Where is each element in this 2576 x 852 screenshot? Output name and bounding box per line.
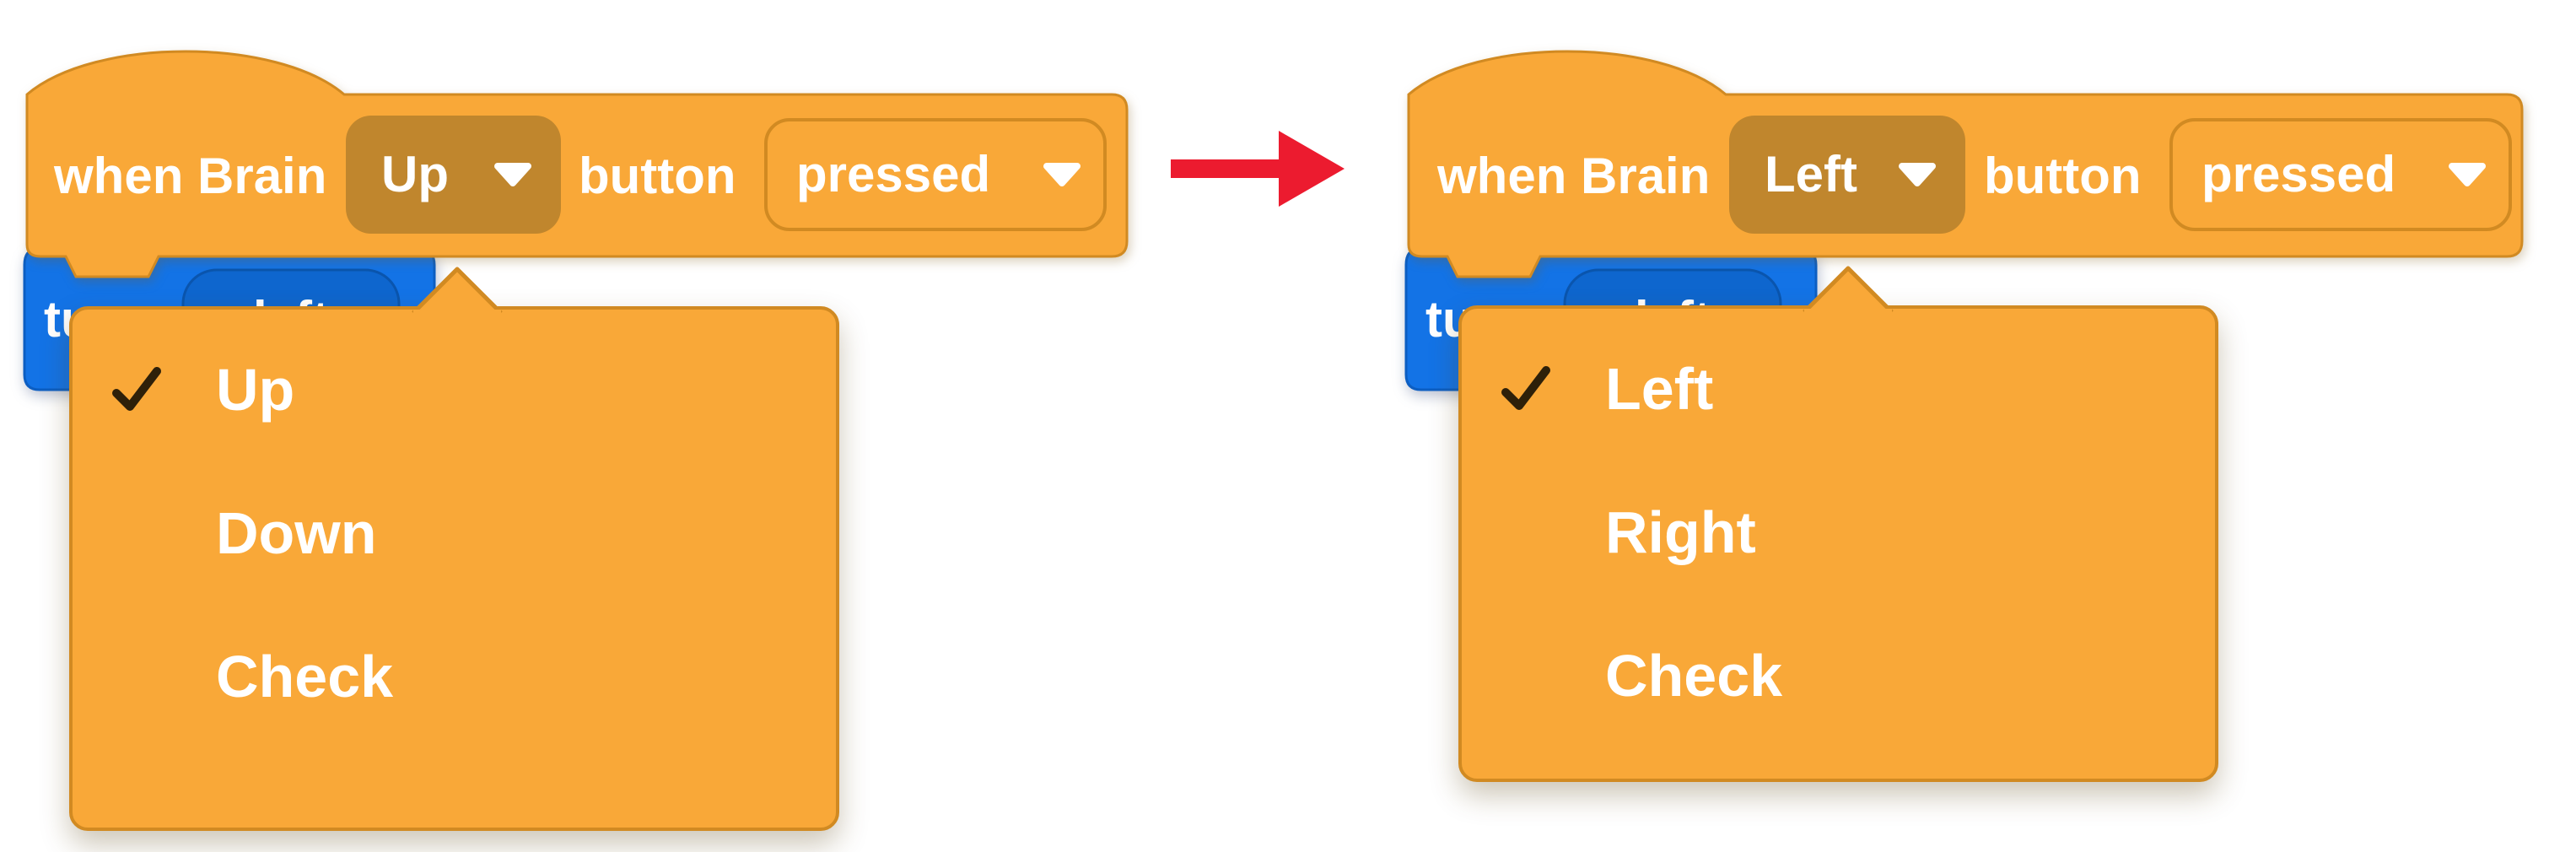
check-icon xyxy=(1501,366,1550,410)
brain-button-dropdown[interactable]: Left xyxy=(1729,116,1965,234)
menu-item-right[interactable]: Right xyxy=(1462,461,2215,604)
menu-item-up[interactable]: Up xyxy=(73,318,836,461)
hat-label-prefix: when Brain xyxy=(1437,148,1711,204)
brain-button-dropdown-value: Left xyxy=(1765,146,1857,202)
brain-button-dropdown-value: Up xyxy=(381,146,449,202)
chevron-down-icon xyxy=(2449,163,2486,186)
brain-button-dropdown[interactable]: Up xyxy=(346,116,561,234)
menu-pointer-icon xyxy=(412,267,503,316)
hat-label-middle: button xyxy=(1984,148,2142,204)
check-icon xyxy=(112,367,161,411)
menu-item-label: Check xyxy=(1605,643,1783,709)
menu-item-label: Left xyxy=(1605,356,1714,422)
menu-item-label: Check xyxy=(216,644,394,709)
menu-item-label: Right xyxy=(1605,499,1756,565)
menu-item-check[interactable]: Check xyxy=(73,605,836,748)
hat-label-prefix: when Brain xyxy=(54,148,327,204)
chevron-down-icon xyxy=(494,163,531,186)
pressed-dropdown-value: pressed xyxy=(796,146,991,202)
transition-arrow-icon xyxy=(1171,131,1345,207)
pressed-dropdown[interactable]: pressed xyxy=(2169,118,2512,231)
chevron-down-icon xyxy=(1043,163,1081,186)
hat-label-middle: button xyxy=(579,148,736,204)
menu-item-label: Up xyxy=(216,357,295,423)
menu-item-check[interactable]: Check xyxy=(1462,604,2215,747)
menu-item-left[interactable]: Left xyxy=(1462,317,2215,461)
pressed-dropdown[interactable]: pressed xyxy=(764,118,1107,231)
chevron-down-icon xyxy=(1899,163,1936,186)
menu-item-down[interactable]: Down xyxy=(73,461,836,605)
menu-pointer-icon xyxy=(1803,266,1894,315)
pressed-dropdown-value: pressed xyxy=(2201,146,2396,202)
menu-item-label: Down xyxy=(216,500,377,566)
dropdown-menu: Up Down Check xyxy=(69,267,839,831)
dropdown-menu: Left Right Check xyxy=(1458,266,2218,782)
